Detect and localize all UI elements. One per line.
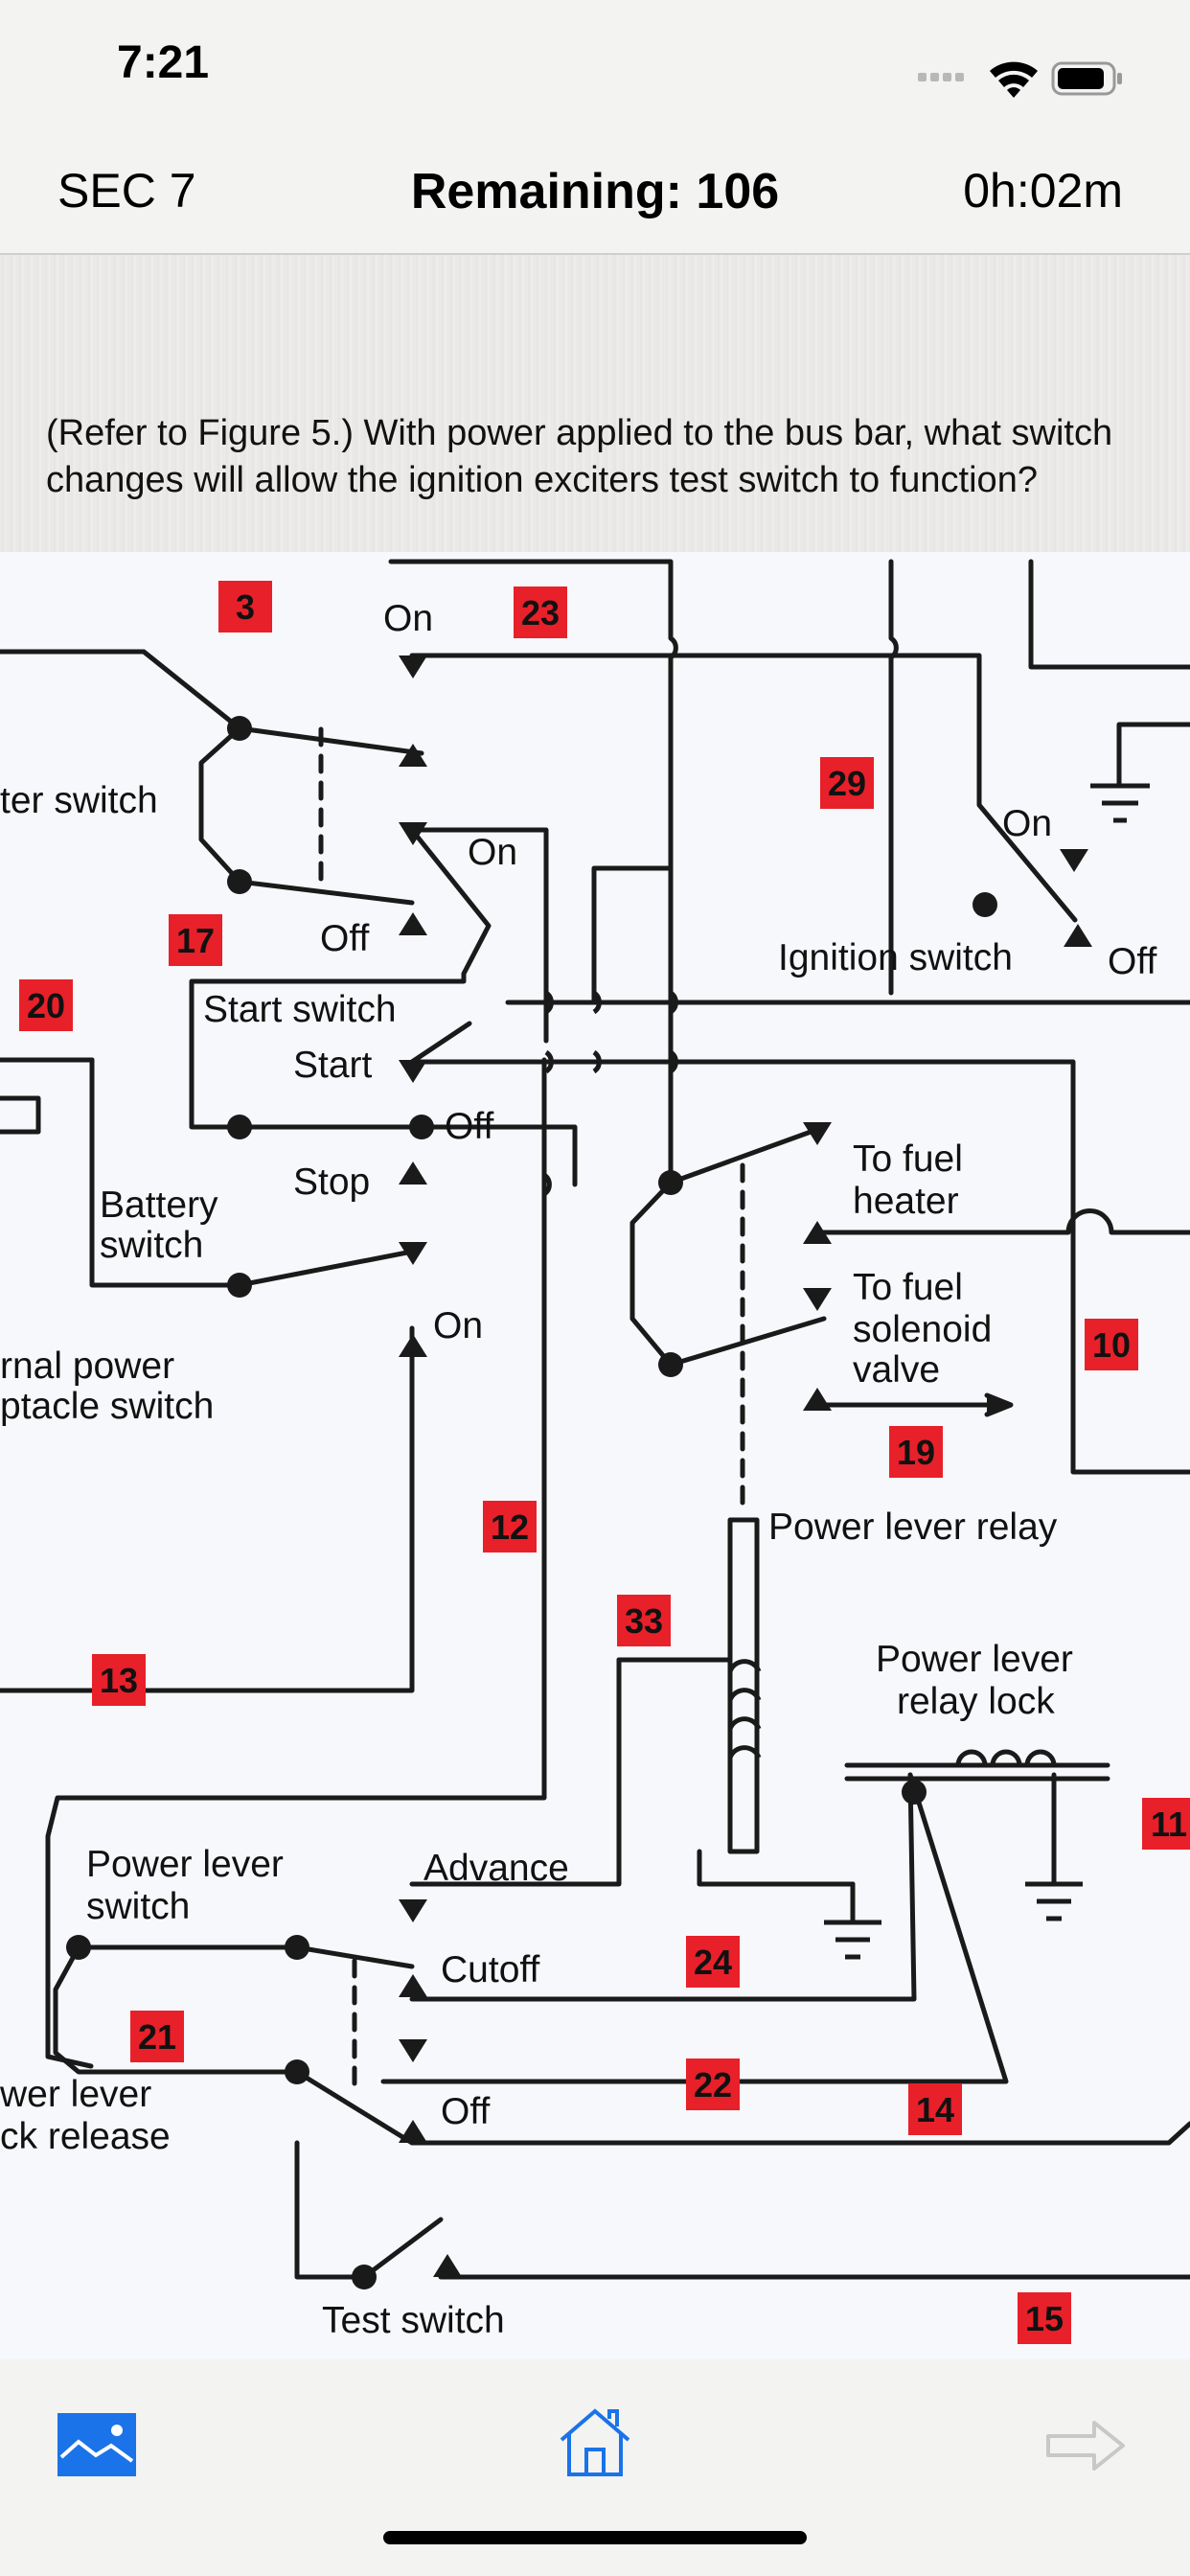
section-label: SEC 7 (57, 164, 196, 218)
battery-icon (1051, 61, 1122, 96)
label-start-switch: Start switch (203, 989, 397, 1030)
figure-diagram: On ter switch On Off Start switch Start … (0, 552, 1190, 2359)
marker-20: 20 (19, 979, 73, 1031)
svg-text:22: 22 (694, 2065, 732, 2104)
svg-text:29: 29 (828, 764, 866, 803)
label-ignition-switch: Ignition switch (778, 937, 1013, 978)
label-heater: heater (853, 1181, 959, 1222)
marker-33: 33 (617, 1595, 671, 1646)
label-starter-switch: ter switch (0, 780, 158, 821)
svg-text:3: 3 (236, 587, 255, 627)
label-start: Start (293, 1045, 373, 1086)
elapsed-timer: 0h:02m (963, 164, 1123, 218)
marker-17: 17 (169, 914, 222, 966)
home-indicator[interactable] (383, 2531, 807, 2544)
label-relay-lock-2: relay lock (897, 1681, 1055, 1722)
marker-10: 10 (1085, 1319, 1138, 1370)
cellular-signal-icon (918, 73, 964, 81)
status-time: 7:21 (117, 37, 210, 88)
status-icons (918, 61, 1122, 98)
label-stop: Stop (293, 1162, 370, 1203)
svg-text:21: 21 (138, 2017, 176, 2057)
marker-19: 19 (889, 1426, 943, 1478)
label-to-fuel-solenoid-1: To fuel (853, 1267, 963, 1308)
label-on-starter: On (468, 832, 517, 873)
status-bar: 7:21 (0, 0, 1190, 134)
svg-text:24: 24 (694, 1943, 732, 1982)
marker-24: 24 (686, 1936, 740, 1988)
svg-text:11: 11 (1151, 1805, 1187, 1844)
label-power-lever-lock: wer lever (0, 2074, 151, 2115)
marker-11: 11 (1142, 1798, 1190, 1850)
svg-text:33: 33 (625, 1601, 663, 1641)
label-on-ignition: On (1002, 803, 1052, 844)
marker-13: 13 (92, 1654, 146, 1706)
wiring-diagram: On ter switch On Off Start switch Start … (0, 559, 1190, 2344)
marker-29: 29 (820, 757, 874, 809)
svg-text:12: 12 (491, 1507, 529, 1547)
label-off-starter: Off (320, 918, 369, 959)
label-on-top: On (383, 598, 433, 639)
label-advance: Advance (423, 1848, 569, 1889)
label-receptacle-switch: ptacle switch (0, 1386, 214, 1427)
marker-21: 21 (130, 2011, 184, 2062)
label-relay-lock-1: Power lever (876, 1639, 1073, 1680)
arrow-right-icon[interactable] (1046, 2419, 1125, 2472)
label-power-lever: Power lever (86, 1844, 284, 1885)
marker-12: 12 (483, 1501, 537, 1552)
marker-14: 14 (908, 2083, 962, 2135)
svg-text:13: 13 (100, 1661, 138, 1700)
question-panel: (Refer to Figure 5.) With power applied … (0, 255, 1190, 552)
label-power-lever-relay: Power lever relay (768, 1506, 1058, 1548)
label-off-power-lever: Off (441, 2091, 490, 2132)
marker-15: 15 (1018, 2292, 1071, 2344)
label-valve: valve (853, 1349, 940, 1391)
svg-text:23: 23 (521, 593, 560, 632)
label-solenoid: solenoid (853, 1309, 992, 1350)
label-lock-release: ck release (0, 2116, 171, 2157)
marker-22: 22 (686, 2058, 740, 2110)
label-battery-switch: switch (100, 1225, 203, 1266)
wifi-icon (990, 61, 1038, 98)
remaining-count: Remaining: 106 (410, 164, 780, 219)
question-text: (Refer to Figure 5.) With power applied … (46, 413, 1113, 500)
label-external-power: rnal power (0, 1346, 174, 1387)
marker-23: 23 (514, 586, 567, 638)
label-off-ignition: Off (1108, 941, 1156, 982)
label-test-switch: Test switch (322, 2300, 505, 2341)
svg-text:20: 20 (27, 986, 65, 1025)
nav-bar: SEC 7 Remaining: 106 0h:02m (0, 134, 1190, 255)
svg-text:17: 17 (176, 921, 215, 960)
label-cutoff: Cutoff (441, 1949, 540, 1990)
svg-text:19: 19 (897, 1433, 935, 1472)
svg-text:15: 15 (1025, 2299, 1064, 2338)
svg-text:10: 10 (1092, 1325, 1131, 1365)
label-on-external: On (433, 1305, 483, 1346)
label-off-start: Off (445, 1106, 493, 1147)
label-to-fuel-heater-1: To fuel (853, 1138, 963, 1180)
marker-3: 3 (218, 581, 272, 632)
image-icon[interactable] (57, 2413, 136, 2476)
label-power-lever-switch: switch (86, 1886, 190, 1927)
label-battery: Battery (100, 1184, 218, 1226)
svg-text:14: 14 (916, 2090, 954, 2129)
home-icon[interactable] (558, 2407, 632, 2478)
